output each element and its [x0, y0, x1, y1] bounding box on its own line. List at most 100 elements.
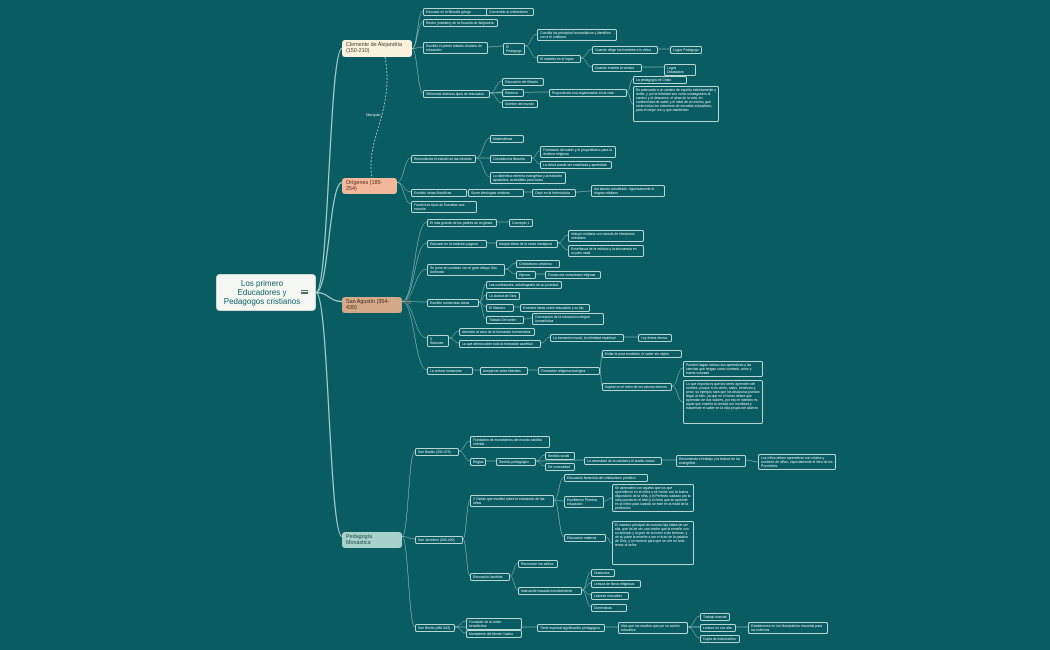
- topic-node[interactable]: Hipona: [516, 271, 536, 279]
- topic-node[interactable]: Educación Ascética: [470, 573, 510, 581]
- topic-node[interactable]: Lectura de libros religiosos: [591, 580, 641, 588]
- topic-node[interactable]: Reconocer los sabios: [518, 560, 558, 568]
- topic-node[interactable]: La formación moral, la intimidad espirit…: [550, 334, 624, 342]
- connector-line: [458, 440, 471, 452]
- topic-node[interactable]: Rector (maestro) de la Escuela de Alejan…: [423, 19, 498, 27]
- topic-node[interactable]: Tiene especial significación pedagógica: [537, 624, 605, 632]
- topic-node[interactable]: La necesidad de la caridad y el auxilio …: [584, 457, 662, 465]
- topic-node[interactable]: Domesticas: [591, 604, 627, 612]
- topic-node[interactable]: Educación del filósofo: [502, 78, 544, 86]
- topic-node[interactable]: Sentido pedagógico: [496, 458, 536, 466]
- topic-node[interactable]: La pedagogía de Cristo: [633, 76, 687, 84]
- topic-node[interactable]: Proponiendo una organización en la vida: [549, 89, 627, 97]
- topic-node[interactable]: Formación del saber y el propedéutico pa…: [540, 146, 616, 158]
- topic-node[interactable]: Escribió el primer tratado cristiano de …: [423, 42, 488, 54]
- topic-node[interactable]: Educación materna: [564, 534, 606, 542]
- topic-node[interactable]: Reglas: [470, 458, 486, 466]
- topic-node[interactable]: Concilia los principios humanísticos y i…: [537, 29, 617, 41]
- topic-node[interactable]: Es adecuada a un camino de espíritu estr…: [633, 86, 719, 122]
- topic-node[interactable]: Retórica: [502, 89, 524, 97]
- topic-node[interactable]: Oraciones: [591, 569, 615, 577]
- topic-node[interactable]: Labores manuales: [591, 592, 629, 600]
- topic-node[interactable]: La dialéctica extrema evangélica y la tr…: [490, 172, 566, 184]
- connector-line: [531, 157, 541, 165]
- topic-node[interactable]: Pueden hagan incluso sus aprendices y la…: [683, 361, 763, 377]
- connector-line: [509, 575, 519, 591]
- topic-node[interactable]: Cayó en la heterodoxia: [532, 189, 576, 197]
- topic-node[interactable]: Más que los escritos que por su acción e…: [618, 622, 688, 634]
- topic-node[interactable]: Convertido al cristianismo: [486, 8, 534, 16]
- topic-node[interactable]: Considera la filosofía: [490, 155, 532, 163]
- topic-node[interactable]: 3 Razones: [427, 335, 449, 347]
- topic-node[interactable]: Matemáticas: [490, 135, 524, 143]
- topic-node[interactable]: Ley divina eterna: [638, 334, 672, 342]
- topic-node[interactable]: Fundador de la orden benedictina: [466, 618, 522, 630]
- topic-node[interactable]: La que afirma sobre todo la formación as…: [459, 340, 541, 348]
- topic-node[interactable]: Escribió obras filosóficas: [411, 189, 467, 197]
- topic-node[interactable]: Recomienda el trabajo y la lectura de lo…: [676, 455, 746, 467]
- connector-line: [448, 330, 460, 339]
- topic-node[interactable]: Educado en la tradición pagana: [427, 240, 487, 248]
- topic-node[interactable]: Formación religiosa teológica: [538, 367, 600, 375]
- topic-node[interactable]: Lectura en voz alta: [700, 624, 736, 632]
- topic-node[interactable]: Escribió numerosas obras: [427, 299, 479, 307]
- topic-node[interactable]: De comunidad: [545, 463, 575, 471]
- topic-node[interactable]: Copia de manuscritos: [700, 635, 740, 643]
- topic-node[interactable]: Establecerse en los Monasterios escuelas…: [748, 622, 828, 634]
- topic-node[interactable]: Los niños deben aprenderse con relatos y…: [758, 454, 836, 470]
- topic-node[interactable]: La ciudad de Dios: [486, 292, 520, 300]
- topic-node[interactable]: Tratado Del orden: [486, 316, 524, 324]
- topic-node[interactable]: Logos Didaskalos: [664, 64, 696, 76]
- topic-node[interactable]: El maestro principal de nuestra hija hab…: [612, 521, 694, 565]
- topic-node[interactable]: Nombre del mundo: [502, 100, 538, 108]
- topic-node[interactable]: Fundación de monasterios del mundo catól…: [470, 436, 550, 448]
- topic-node[interactable]: Diferencia diversos tipos de educación: [423, 90, 490, 98]
- topic-node[interactable]: El maestro es el logos: [537, 55, 581, 63]
- topic-node[interactable]: Sentido social: [545, 452, 575, 460]
- main-topic[interactable]: Clemente de Alejandría (150-210): [342, 40, 412, 57]
- topic-node[interactable]: Logos Pedagogo: [670, 46, 702, 54]
- root-topic[interactable]: Los primero Educadores y Pedagogos crist…: [216, 274, 316, 311]
- topic-node[interactable]: Recomienda el estudio de las ciencias: [411, 155, 476, 163]
- topic-node[interactable]: Se aprenderá con aquello que los que apr…: [612, 484, 694, 512]
- topic-node[interactable]: Adopta ideas de la sexta maniquea: [496, 240, 558, 248]
- topic-node[interactable]: Trabajo manual: [700, 613, 730, 621]
- topic-node[interactable]: Monasterio del Monte Casino: [466, 630, 522, 638]
- topic-node[interactable]: La cultura humanista: [427, 367, 473, 375]
- topic-node[interactable]: Sume ideologías místicas: [468, 189, 524, 197]
- topic-node[interactable]: Así siendo constituido, rigurosamente el…: [591, 185, 665, 197]
- connector-line: [580, 57, 593, 68]
- topic-node[interactable]: Acepta las artes liberales: [480, 367, 528, 375]
- topic-node[interactable]: Aspirar en el retiro de los valores eter…: [602, 383, 672, 391]
- topic-node[interactable]: Cristianismo ortodoxo: [516, 260, 560, 268]
- topic-node[interactable]: Funda una comunidad religiosa: [545, 271, 601, 279]
- topic-node[interactable]: San Benito (480-543): [415, 624, 455, 632]
- topic-node[interactable]: Incluye cristiana con mezcla de elemento…: [568, 230, 644, 242]
- topic-node[interactable]: Lo que importa es que los seres aprenden…: [683, 380, 763, 424]
- main-topic[interactable]: Pedagogía Monástica: [342, 532, 402, 549]
- topic-node[interactable]: Atención al valor de la formación humaní…: [459, 328, 535, 336]
- topic-node[interactable]: Instrucción basada esencialmente: [518, 587, 582, 595]
- topic-node[interactable]: El Maestro: [486, 304, 514, 312]
- topic-node[interactable]: Concepto 1: [509, 219, 533, 227]
- topic-node[interactable]: Enseñanza de la retórica y la elocuencia…: [568, 245, 644, 257]
- topic-node[interactable]: Escribieron Primera educación: [564, 496, 604, 508]
- topic-node[interactable]: Educación femenina del cristianismo prim…: [564, 474, 648, 482]
- topic-node[interactable]: El más grande de los padres de la Iglesi…: [427, 219, 497, 227]
- topic-node[interactable]: Examina ideas sobre educación y su fijo: [520, 304, 590, 312]
- main-topic[interactable]: San Agustín (354-430): [342, 297, 402, 314]
- topic-node[interactable]: Se pone en contacto con el gran obispo S…: [427, 264, 505, 276]
- topic-node[interactable]: Evitar la pura erudición, el saber sin o…: [602, 350, 682, 358]
- topic-node[interactable]: Educado en la filosofía griega: [423, 8, 490, 16]
- topic-node[interactable]: La virtud puede ser enseñada y aprendida: [540, 161, 612, 169]
- topic-node[interactable]: Cuando dirige los hombres a lo virtuo: [592, 46, 658, 54]
- topic-node[interactable]: Cuando enseña la verdad: [592, 64, 642, 72]
- topic-node[interactable]: Concepción de la educación integral huma…: [532, 313, 604, 325]
- topic-node[interactable]: San Basilio (330-379): [415, 448, 459, 456]
- topic-node[interactable]: Las confesiones, autobiografía de su juv…: [486, 281, 562, 289]
- main-topic[interactable]: Orígenes (185-254): [342, 178, 397, 195]
- topic-node[interactable]: 2 Cartas que escribió sobre la educación…: [470, 495, 554, 507]
- topic-node[interactable]: El Pedagogo: [503, 43, 525, 55]
- topic-node[interactable]: Fundó tres tipos de Escuelas una escuela: [411, 201, 477, 213]
- topic-node[interactable]: San Jerónimo (340-420): [415, 536, 463, 544]
